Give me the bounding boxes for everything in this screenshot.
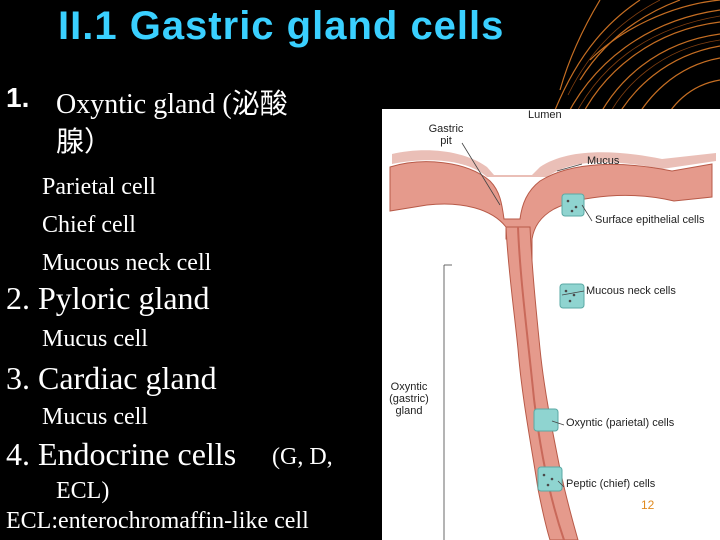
- item2-sub: Mucus cell: [42, 326, 148, 352]
- sub-item-chief: Chief cell: [42, 212, 136, 238]
- label-oxyntic-line2: (gastric): [389, 393, 429, 405]
- label-mucus: Mucus: [587, 155, 620, 167]
- label-gastric-pit-line2: pit: [440, 135, 452, 147]
- neck-cell-highlight: [559, 283, 585, 309]
- label-lumen: Lumen: [528, 109, 562, 121]
- item2-heading: 2. Pyloric gland: [6, 280, 210, 316]
- parietal-cell-highlight: [533, 408, 559, 432]
- item1-heading-cont: 腺）: [56, 127, 113, 158]
- gland-lumen: [517, 226, 565, 540]
- decorative-swirl: [554, 0, 720, 130]
- surface-cell-highlight: [561, 193, 585, 217]
- sub-item-mucous-neck: Mucous neck cell: [42, 250, 212, 276]
- item1-heading: Oxyntic gland (泌酸: [56, 89, 288, 120]
- label-gastric-pit-line1: Gastric: [428, 123, 464, 135]
- surface-epithelium: [389, 161, 713, 350]
- sub-item-parietal: Parietal cell: [42, 174, 156, 200]
- chief-cell-highlight: [537, 466, 563, 492]
- label-surface-epithelial: Surface epithelial cells: [595, 214, 705, 226]
- label-oxyntic-line1: Oxyntic: [390, 381, 428, 393]
- slide-title: II.1 Gastric gland cells: [58, 4, 505, 48]
- item3-heading: 3. Cardiac gland: [6, 360, 217, 396]
- label-parietal-cells: Oxyntic (parietal) cells: [566, 417, 675, 429]
- item1-number: 1.: [6, 82, 30, 113]
- label-mucous-neck: Mucous neck cells: [586, 285, 676, 297]
- mucus-layer: [392, 150, 716, 177]
- label-oxyntic-line3: gland: [395, 405, 423, 417]
- gland-tube: [505, 226, 579, 540]
- gastric-gland-figure: Gastric pit Lumen Mucus Surface epitheli…: [382, 109, 720, 540]
- item4-paren: (G, D,: [272, 444, 333, 470]
- item3-sub: Mucus cell: [42, 404, 148, 430]
- item4-paren-cont: ECL): [56, 478, 110, 504]
- gland-diagram: [389, 142, 716, 540]
- label-oxyntic-gland: Oxyntic (gastric) gland: [384, 381, 434, 417]
- ecl-definition: ECL:enterochromaffin-like cell: [6, 508, 309, 534]
- item4-heading: 4. Endocrine cells: [6, 436, 237, 472]
- label-gastric-pit: Gastric pit: [418, 123, 474, 147]
- label-peptic-cells: Peptic (chief) cells: [566, 478, 656, 490]
- page-number: 12: [641, 498, 655, 512]
